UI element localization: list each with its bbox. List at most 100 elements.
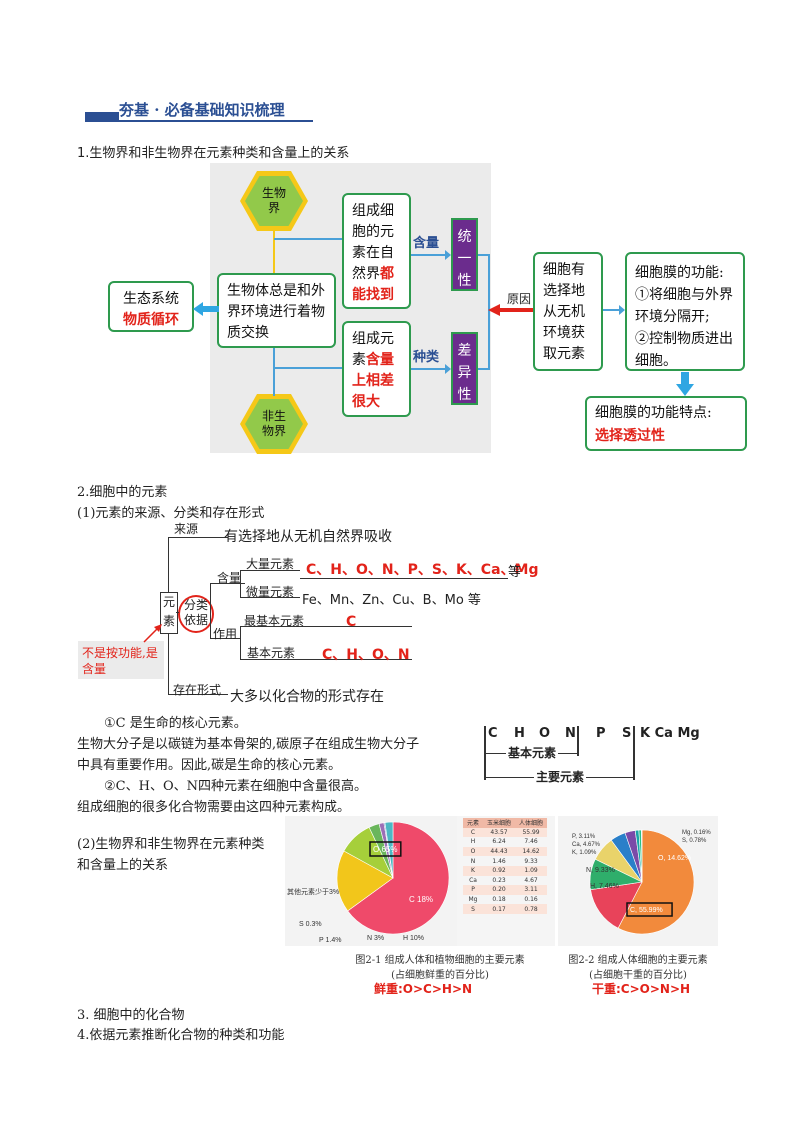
- pie-label: 其他元素少于3%: [287, 887, 339, 896]
- section3-title: 3. 细胞中的化合物: [77, 1008, 185, 1023]
- table-header: 元素 玉米细胞 人体细胞: [463, 818, 548, 828]
- section4-title: 4.依据元素推断化合物的种类和功能: [77, 1028, 285, 1043]
- upper-box: 组成细胞的元素在自然界都能找到: [342, 193, 411, 309]
- source-text: 有选择地从无机自然界吸收: [224, 529, 392, 545]
- point1-line1: 生物大分子是以碳链为基本骨架的,碳原子在组成生物大分子: [77, 737, 420, 752]
- pie-label: S 0.3%: [299, 921, 322, 928]
- figure1-note: 鲜重:O>C>H>N: [374, 982, 473, 996]
- label-content: 含量: [413, 236, 440, 251]
- micro-values: Fe、Mn、Zn、Cu、B、Mo 等: [302, 593, 481, 608]
- pie-label: H, 7.46%: [590, 883, 619, 890]
- point2-title: ②C、H、O、N四种元素在细胞中含量很高。: [104, 779, 367, 794]
- pie-label: P, 3.11%: [572, 834, 596, 840]
- connector-upper: [274, 238, 342, 240]
- form-label: 存在形式: [173, 683, 222, 697]
- note-box: [78, 641, 164, 679]
- point2-line1: 组成细胞的很多化合物需要由这四种元素构成。: [77, 800, 351, 815]
- pie-label: P 1.4%: [319, 937, 341, 944]
- bracket-line: [478, 368, 490, 370]
- tree-root: 元素: [160, 592, 178, 634]
- figure2-note: 干重:C>O>N>H: [592, 982, 691, 996]
- basic-label: 基本元素: [247, 646, 296, 660]
- macro-suffix: 等: [508, 565, 522, 580]
- cause-box: 细胞有选择地从无机环境获取元素: [533, 252, 603, 371]
- pie-slice-C: [336, 850, 394, 912]
- basic-value: C、H、O、N: [322, 647, 410, 663]
- banner-bar: [85, 112, 119, 120]
- note-text: 不是按功能,是含量: [82, 646, 158, 676]
- pie-label: N, 9.33%: [586, 867, 615, 874]
- element-bar-basic: 基本元素: [506, 744, 559, 761]
- banner-title: 夯基 · 必备基础知识梳理: [119, 101, 285, 119]
- arrow-right-icon: [411, 364, 451, 374]
- pie-chart-fresh: O 65% C 18% H 10% N 3% P 1.4% S 0.3% 其他元素少于3%: [287, 821, 450, 944]
- label-kind: 种类: [413, 350, 440, 365]
- element-bar: C H O N P S K Ca Mg 基本元素 主要元素: [480, 724, 720, 785]
- most-basic-label: 最基本元素: [244, 614, 305, 628]
- membrane-function-box: 细胞膜的功能: ①将细胞与外界环境分隔开; ②控制物质进出细胞。: [625, 252, 745, 371]
- pie-chart-dry: C, 55.99%O, 14.62%N, 9.33%H, 7.46%Ca, 4.…: [572, 829, 711, 935]
- element-tree: 元素 来源 有选择地从无机自然界吸收 分类依据 含量 作用 大量元素 C、H、O…: [78, 522, 539, 705]
- function-label: 作用: [213, 627, 238, 641]
- difference-box: 差异性: [451, 332, 478, 405]
- connector-vertical-bottom: [273, 348, 275, 396]
- ecosystem-box: 生态系统 物质循环: [108, 281, 194, 332]
- bracket-line: [478, 254, 490, 256]
- banner-underline: [85, 120, 313, 122]
- membrane-feature-box: 细胞膜的功能特点: 选择透过性: [585, 396, 747, 451]
- pie-label: O 65%: [373, 845, 397, 854]
- pie-slice-其他: [384, 821, 394, 879]
- section1-title: 1.生物界和非生物界在元素种类和含量上的关系: [77, 146, 350, 161]
- content-label: 含量: [217, 571, 242, 585]
- pie-label: O, 14.62%: [658, 855, 691, 862]
- source-label: 来源: [174, 522, 199, 536]
- figure2-caption: 图2-2 组成人体细胞的主要元素 (占细胞干重的百分比): [568, 955, 708, 981]
- point1-title: ①C 是生命的核心元素。: [104, 716, 247, 731]
- pie-slice-O: [347, 821, 450, 935]
- classify-circle: [178, 595, 214, 633]
- arrow-left-icon: [193, 302, 219, 316]
- center-box: 生物体总是和外界环境进行着物质交换: [217, 273, 336, 348]
- label-reason: 原因: [507, 292, 532, 306]
- pie-slice-C: [617, 829, 695, 935]
- section2-sub2: (2)生物界和非生物界在元素种类和含量上的关系: [77, 837, 265, 873]
- figure1-caption: 图2-1 组成人体和植物细胞的主要元素 (占细胞鲜重的百分比): [355, 955, 525, 981]
- point1-line2: 中具有重要作用。因此,碳是生命的核心元素。: [77, 758, 342, 773]
- macro-label: 大量元素: [246, 557, 295, 571]
- lower-box: 组成元素含量上相差很大: [342, 321, 411, 417]
- connector-lower: [274, 367, 342, 369]
- classify-label: 分类依据: [183, 598, 208, 627]
- pie-slice-Mg: [641, 829, 643, 883]
- pie-label: S, 0.78%: [682, 838, 707, 844]
- arrow-right-icon: [411, 250, 451, 260]
- pie-label: Ca, 4.67%: [572, 842, 601, 848]
- section-banner: 夯基 · 必备基础知识梳理: [85, 97, 325, 127]
- pie-label: Mg, 0.16%: [682, 830, 711, 836]
- arrow-right-icon: [603, 305, 625, 315]
- macro-values: C、H、O、N、P、S、K、Ca、Mg: [306, 562, 539, 578]
- arrow-down-icon: [676, 372, 694, 396]
- unity-box: 统一性: [451, 218, 478, 291]
- section2-title: 2.细胞中的元素: [77, 485, 168, 500]
- element-bar-main: 主要元素: [534, 768, 587, 785]
- pie-slice-O: [590, 881, 643, 929]
- pie-label: H 10%: [403, 935, 424, 942]
- pie-label: N 3%: [367, 935, 384, 942]
- arrow-note-icon: [143, 624, 162, 643]
- pie-label: C 18%: [409, 895, 433, 904]
- connector-vertical-top: [273, 231, 275, 273]
- most-basic-value: C: [346, 614, 357, 630]
- bracket-line: [488, 254, 490, 370]
- form-text: 大多以化合物的形式存在: [230, 689, 384, 705]
- hex-living-world: 生物界: [240, 171, 308, 231]
- micro-label: 微量元素: [246, 585, 295, 599]
